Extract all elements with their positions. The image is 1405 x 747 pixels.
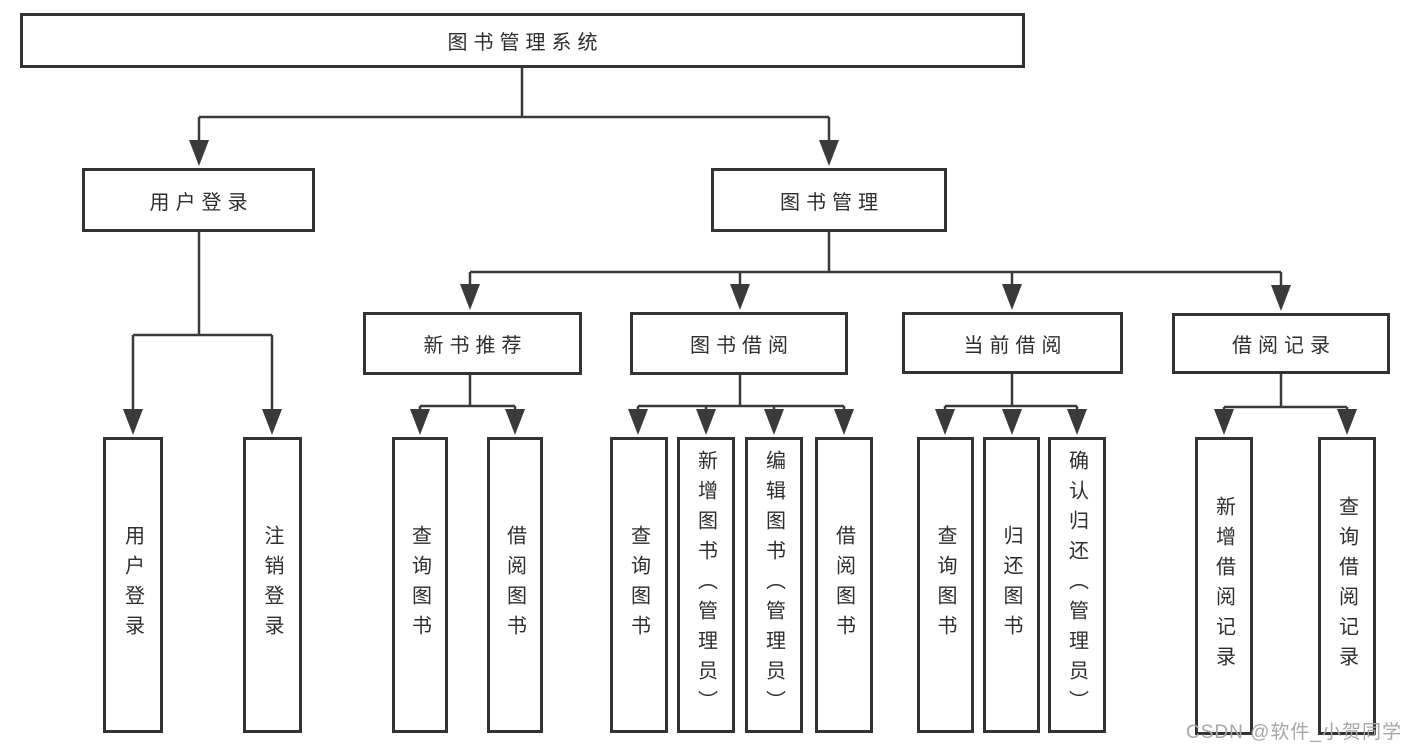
leaf-add-book-admin: 新增图书（管理员） (677, 437, 735, 733)
node-label: 归还图书 (1000, 525, 1022, 645)
node-label: 用户登录 (149, 191, 254, 214)
node-label: 当前借阅 (963, 334, 1068, 357)
node-label: 查询图书 (934, 525, 956, 645)
leaf-confirm-return-admin: 确认归还（管理员） (1048, 437, 1106, 733)
node-book-borrow: 图书借阅 (630, 312, 848, 375)
node-user-login: 用户登录 (82, 168, 315, 232)
node-label: 新增图书（管理员） (694, 450, 717, 720)
leaf-query-book-current: 查询图书 (917, 437, 974, 733)
leaf-logout: 注销登录 (243, 437, 302, 733)
node-label: 编辑图书（管理员） (762, 450, 785, 720)
node-label: 用户登录 (121, 525, 144, 645)
leaf-query-book-borrow: 查询图书 (610, 437, 668, 733)
node-label: 新增借阅记录 (1212, 496, 1235, 676)
node-root: 图书管理系统 (20, 13, 1025, 68)
node-label: 图书管理系统 (447, 32, 604, 54)
leaf-query-borrow-record: 查询借阅记录 (1318, 437, 1376, 735)
node-borrow-record: 借阅记录 (1172, 313, 1390, 374)
node-label: 查询借阅记录 (1335, 496, 1358, 676)
leaf-edit-book-admin: 编辑图书（管理员） (745, 437, 803, 733)
node-label: 查询图书 (408, 525, 431, 645)
node-label: 图书管理 (780, 191, 884, 214)
leaf-user-login: 用户登录 (103, 437, 163, 733)
leaf-borrow-book-recommend: 借阅图书 (487, 437, 543, 733)
csdn-watermark: CSDN @软件_小贺同学 (1186, 722, 1402, 743)
node-current-borrow: 当前借阅 (902, 312, 1123, 374)
leaf-query-book-recommend: 查询图书 (392, 437, 448, 733)
node-label: 新书推荐 (423, 335, 528, 357)
leaf-borrow-book: 借阅图书 (815, 437, 873, 733)
node-label: 注销登录 (261, 525, 283, 645)
leaf-add-borrow-record: 新增借阅记录 (1195, 437, 1253, 735)
node-label: 图书借阅 (690, 335, 794, 357)
node-label: 借阅图书 (832, 525, 855, 645)
node-label: 确认归还（管理员） (1065, 450, 1088, 720)
node-new-book-recommend: 新书推荐 (363, 312, 582, 375)
node-label: 查询图书 (627, 525, 650, 645)
node-label: 借阅图书 (503, 525, 526, 645)
node-label: 借阅记录 (1232, 335, 1336, 357)
leaf-return-book: 归还图书 (983, 437, 1040, 733)
node-book-management: 图书管理 (711, 168, 947, 232)
